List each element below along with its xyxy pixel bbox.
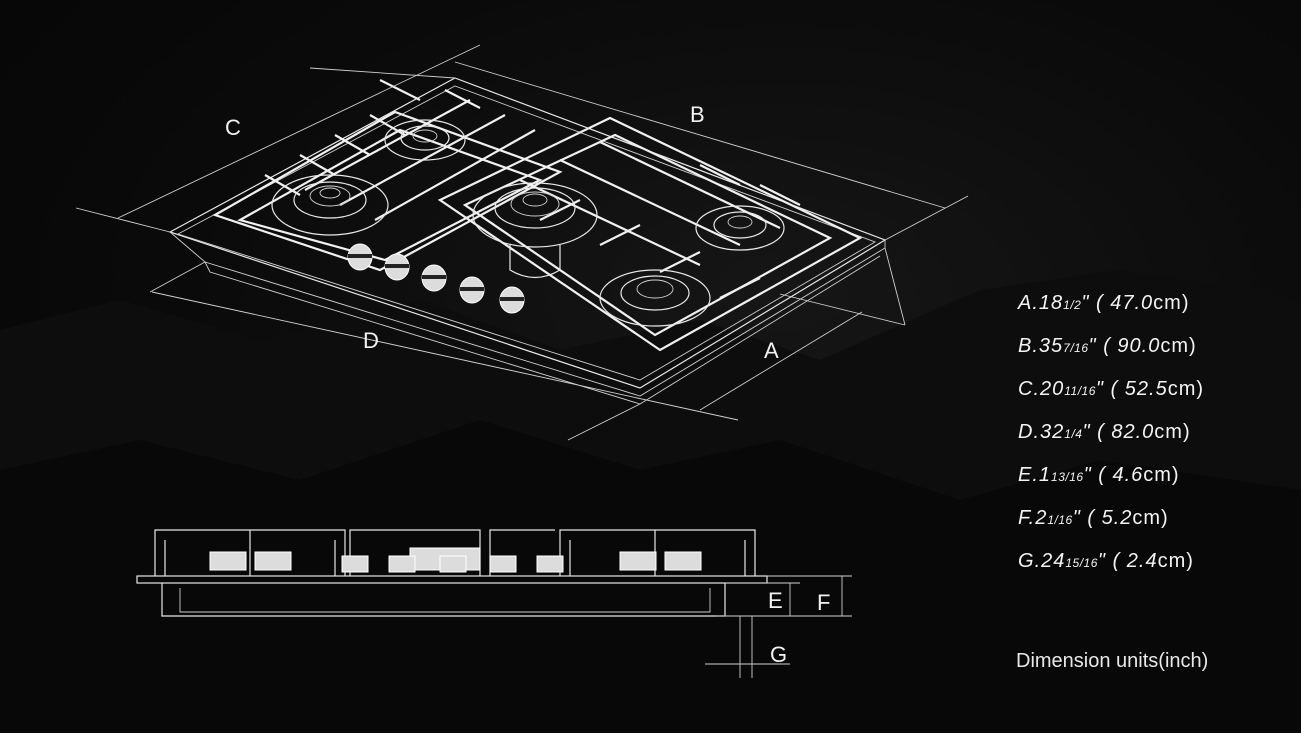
glass-panel-inner: [176, 85, 877, 381]
dimension-lines-side: [705, 575, 852, 678]
dimension-row-g: G.2415/16" ( 2.4cm): [1018, 550, 1194, 572]
knob-4: [459, 276, 485, 304]
label-d: D: [363, 328, 379, 353]
cooktop-side-view: [136, 529, 852, 678]
label-b: B: [690, 102, 705, 127]
burner-rear-right: [695, 205, 785, 251]
dimension-row-b: B.357/16" ( 90.0cm): [1018, 335, 1197, 357]
side-body: [161, 583, 726, 617]
units-note: Dimension units(inch): [1016, 650, 1209, 672]
dim-line-b: [454, 61, 946, 209]
label-g: G: [770, 642, 787, 667]
control-knobs: [347, 243, 525, 314]
dim-line-f: [767, 575, 852, 617]
dim-line-d: [151, 291, 739, 421]
label-c: C: [225, 115, 241, 140]
cooktop-top-view: [75, 44, 969, 441]
glass-panel-edge: [169, 231, 886, 397]
dimension-row-e: E.113/16" ( 4.6cm): [1018, 464, 1180, 486]
side-grates: [154, 529, 756, 576]
dim-line-a: [699, 311, 863, 411]
dimension-row-a: A.181/2" ( 47.0cm): [1018, 292, 1190, 314]
knob-1: [347, 243, 373, 271]
label-e: E: [768, 588, 783, 613]
dim-line-g: [705, 615, 790, 678]
dimension-row-c: C.2011/16" ( 52.5cm): [1018, 378, 1205, 400]
grates: [212, 79, 863, 352]
side-glass: [136, 575, 768, 584]
knob-5: [499, 286, 525, 314]
side-knobs: [341, 555, 564, 573]
knob-3: [421, 264, 447, 292]
dimension-list: A.181/2" ( 47.0cm) B.357/16" ( 90.0cm) C…: [1018, 288, 1288, 589]
knob-2: [384, 253, 410, 281]
dimension-letters: C B D A E F G: [225, 102, 830, 667]
dimension-lines-top: [75, 44, 969, 441]
burner-center-wok: [472, 182, 598, 279]
dimension-row-f: F.21/16" ( 5.2cm): [1018, 507, 1169, 529]
burner-front-left: [271, 174, 389, 236]
burners: [271, 119, 785, 327]
dimension-row-d: D.321/4" ( 82.0cm): [1018, 421, 1191, 443]
dim-line-c: [117, 44, 481, 219]
label-a: A: [764, 338, 779, 363]
burner-front-right: [599, 269, 711, 327]
label-f: F: [817, 590, 830, 615]
burner-rear-left: [384, 119, 466, 161]
